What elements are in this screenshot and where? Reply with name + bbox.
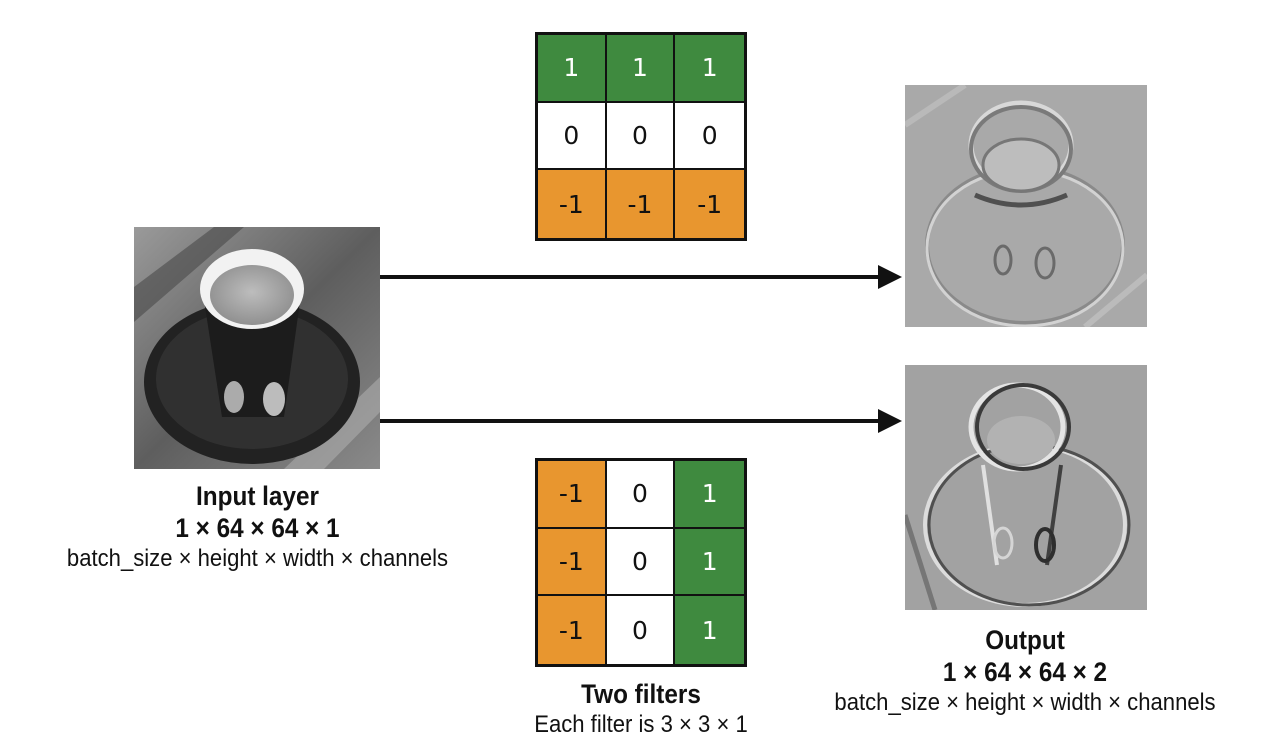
horizontal-filter-cell: 0 bbox=[538, 102, 607, 171]
input-desc: batch_size × height × width × channels bbox=[66, 545, 449, 572]
filters-title: Two filters bbox=[581, 679, 701, 709]
input-dims: 1 × 64 × 64 × 1 bbox=[175, 513, 340, 543]
input-caption: Input layer 1 × 64 × 64 × 1 batch_size ×… bbox=[0, 480, 515, 574]
horizontal-filter-cell: 1 bbox=[606, 35, 676, 103]
filters-caption: Two filters Each filter is 3 × 3 × 1 bbox=[490, 678, 792, 740]
vertical-filter-cell: -1 bbox=[538, 461, 607, 529]
horizontal-filter-cell: 1 bbox=[675, 35, 744, 103]
horizontal-filter-cell: 0 bbox=[675, 102, 744, 171]
vertical-filter-cell: 1 bbox=[675, 528, 744, 597]
horizontal-filter-cell: 0 bbox=[606, 102, 676, 171]
vertical-filter-cell: 0 bbox=[606, 528, 676, 597]
input-title: Input layer bbox=[196, 481, 319, 511]
input-image bbox=[134, 227, 380, 469]
output-dims: 1 × 64 × 64 × 2 bbox=[942, 657, 1108, 687]
horizontal-filter-cell: -1 bbox=[675, 170, 744, 238]
vertical-filter-cell: -1 bbox=[538, 596, 607, 664]
vertical-filter-cell: -1 bbox=[538, 528, 607, 597]
vertical-filter-cell: 1 bbox=[675, 596, 744, 664]
output-feature-map-vertical bbox=[905, 365, 1147, 610]
output-desc: batch_size × height × width × channels bbox=[834, 689, 1216, 716]
output-caption: Output 1 × 64 × 64 × 2 batch_size × heig… bbox=[770, 624, 1280, 718]
vertical-filter-cell: 0 bbox=[606, 461, 676, 529]
output-title: Output bbox=[985, 625, 1065, 655]
filters-desc: Each filter is 3 × 3 × 1 bbox=[534, 711, 748, 738]
arrow-to-output-2 bbox=[380, 409, 902, 433]
output-feature-map-horizontal bbox=[905, 85, 1147, 327]
vertical-filter-cell: 0 bbox=[606, 596, 676, 664]
horizontal-filter-cell: 1 bbox=[538, 35, 607, 103]
arrow-to-output-1 bbox=[380, 265, 902, 289]
vertical-filter-cell: 1 bbox=[675, 461, 744, 529]
horizontal-filter-cell: -1 bbox=[538, 170, 607, 238]
horizontal-filter-cell: -1 bbox=[606, 170, 676, 238]
